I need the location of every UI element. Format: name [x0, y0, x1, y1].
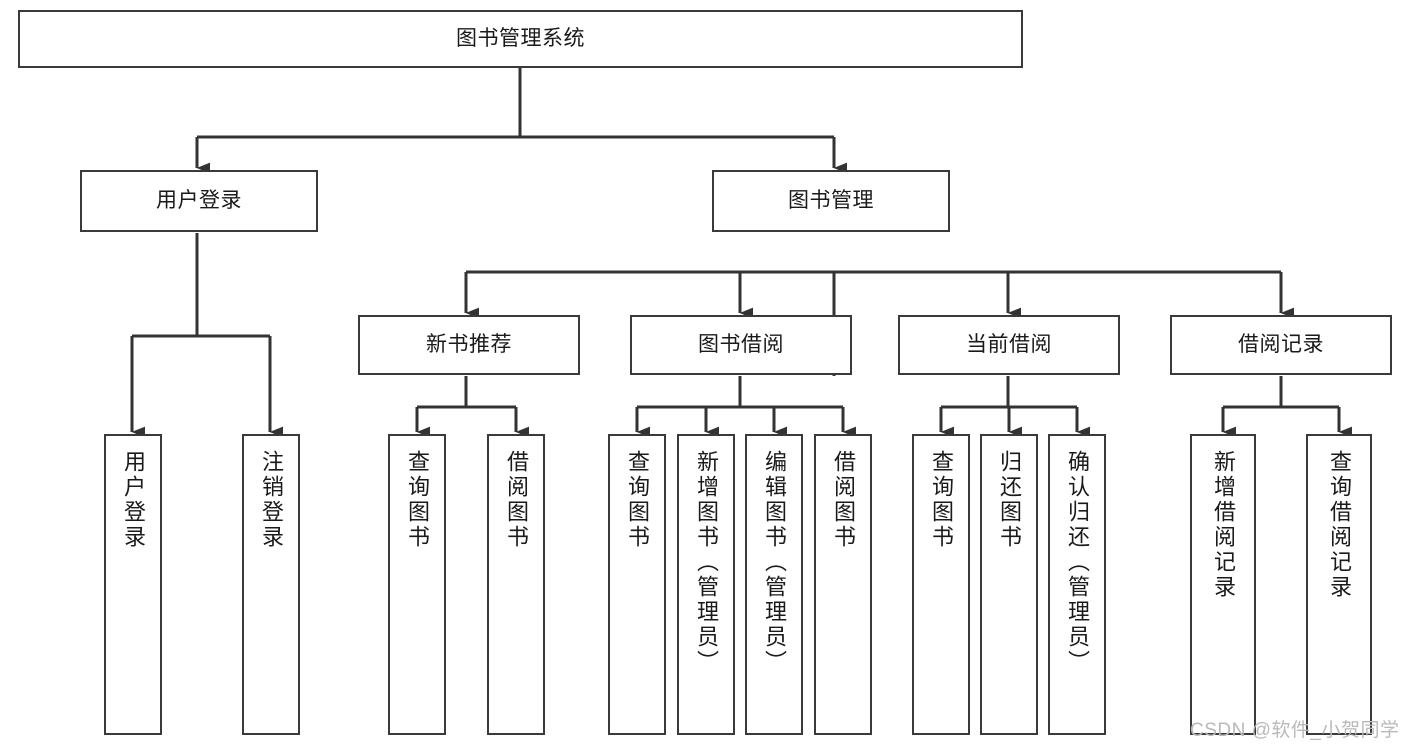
watermark: CSDN @软件_小贺同学 — [1190, 720, 1400, 741]
node-leaf-add-record[interactable]: 新增借阅记录 — [1190, 434, 1256, 735]
node-leaf-return-book[interactable]: 归还图书 — [980, 434, 1038, 735]
node-leaf-query-book-2[interactable]: 查询图书 — [608, 434, 666, 735]
node-leaf-edit-book-label: 编辑图书（管理员） — [762, 450, 787, 675]
node-leaf-edit-book[interactable]: 编辑图书（管理员） — [745, 434, 803, 735]
node-borrow-record[interactable]: 借阅记录 — [1170, 315, 1392, 375]
node-root[interactable]: 图书管理系统 — [18, 10, 1023, 68]
node-book-manage[interactable]: 图书管理 — [712, 170, 950, 232]
node-leaf-logout-label: 注销登录 — [259, 450, 284, 550]
node-new-book-rec-label: 新书推荐 — [426, 332, 512, 356]
node-leaf-confirm-return-label: 确认归还（管理员） — [1065, 450, 1090, 675]
node-leaf-query-book-3-label: 查询图书 — [929, 450, 954, 550]
node-borrow-record-label: 借阅记录 — [1238, 332, 1324, 356]
node-leaf-query-book-1[interactable]: 查询图书 — [388, 434, 446, 735]
node-leaf-return-book-label: 归还图书 — [997, 450, 1022, 550]
node-leaf-query-record-label: 查询借阅记录 — [1327, 450, 1352, 600]
node-leaf-user-login[interactable]: 用户登录 — [104, 434, 162, 735]
node-leaf-borrow-book-2-label: 借阅图书 — [831, 450, 856, 550]
node-user-login-label: 用户登录 — [156, 188, 242, 212]
node-leaf-query-book-1-label: 查询图书 — [405, 450, 430, 550]
node-book-borrow-label: 图书借阅 — [698, 332, 784, 356]
node-leaf-add-book-label: 新增图书（管理员） — [694, 450, 719, 675]
node-leaf-borrow-book-1[interactable]: 借阅图书 — [487, 434, 545, 735]
node-book-borrow[interactable]: 图书借阅 — [630, 315, 852, 375]
node-leaf-query-book-2-label: 查询图书 — [625, 450, 650, 550]
node-leaf-borrow-book-2[interactable]: 借阅图书 — [814, 434, 872, 735]
node-root-label: 图书管理系统 — [456, 26, 585, 50]
node-leaf-confirm-return[interactable]: 确认归还（管理员） — [1048, 434, 1106, 735]
node-book-manage-label: 图书管理 — [788, 188, 874, 212]
node-leaf-query-book-3[interactable]: 查询图书 — [912, 434, 970, 735]
node-leaf-borrow-book-1-label: 借阅图书 — [504, 450, 529, 550]
node-leaf-logout[interactable]: 注销登录 — [242, 434, 300, 735]
node-leaf-add-book[interactable]: 新增图书（管理员） — [677, 434, 735, 735]
node-current-borrow[interactable]: 当前借阅 — [898, 315, 1120, 375]
node-leaf-user-login-label: 用户登录 — [121, 450, 146, 550]
node-leaf-add-record-label: 新增借阅记录 — [1211, 450, 1236, 600]
node-user-login[interactable]: 用户登录 — [80, 170, 318, 232]
node-current-borrow-label: 当前借阅 — [966, 332, 1052, 356]
node-new-book-rec[interactable]: 新书推荐 — [358, 315, 580, 375]
node-leaf-query-record[interactable]: 查询借阅记录 — [1306, 434, 1372, 735]
